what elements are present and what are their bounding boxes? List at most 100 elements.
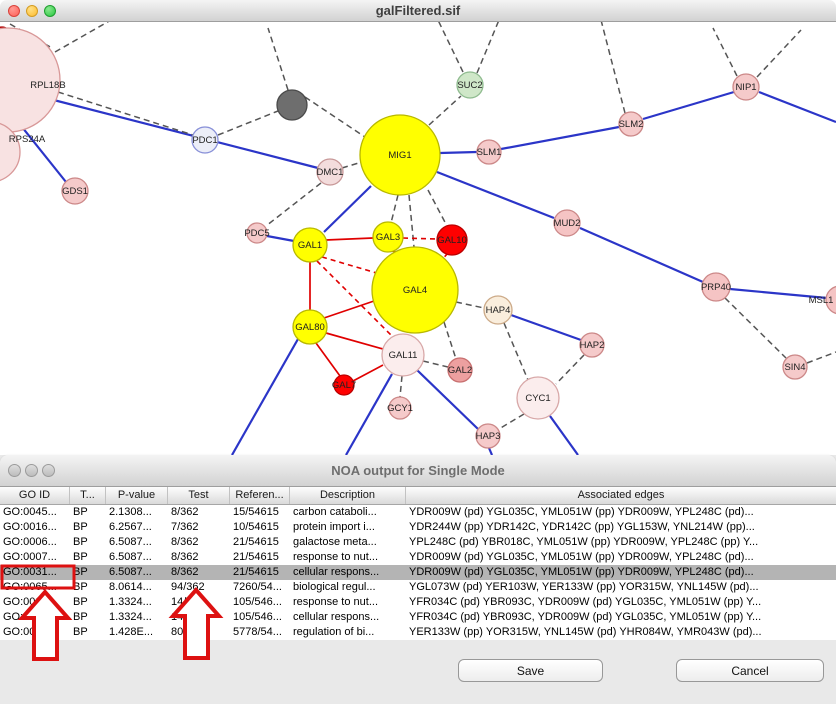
network-edge[interactable] (456, 302, 484, 308)
network-edge[interactable] (429, 96, 461, 125)
zoom-button[interactable] (42, 464, 55, 477)
network-edge[interactable] (268, 28, 288, 90)
network-edge[interactable] (403, 238, 437, 239)
node-hap3[interactable] (476, 424, 500, 448)
node-gal1[interactable] (293, 228, 327, 262)
column-header-type[interactable]: T... (70, 487, 106, 504)
network-edge[interactable] (440, 152, 477, 153)
network-edge[interactable] (437, 172, 554, 218)
close-button[interactable] (8, 464, 21, 477)
network-edge[interactable] (437, 22, 463, 72)
network-edge[interactable] (55, 22, 118, 52)
column-header-reference[interactable]: Referen... (230, 487, 290, 504)
network-edge[interactable] (409, 195, 414, 247)
network-edge[interactable] (730, 289, 827, 298)
network-edge[interactable] (18, 122, 66, 182)
network-edge[interactable] (601, 22, 625, 113)
node-cyc1[interactable] (517, 377, 559, 419)
table-row[interactable]: GO:0050...BP1.428E...80/3625778/54...reg… (0, 625, 836, 640)
network-edge[interactable] (428, 190, 447, 226)
minimize-button[interactable] (25, 464, 38, 477)
network-edge[interactable] (324, 301, 374, 318)
column-header-associated-edges[interactable]: Associated edges (406, 487, 836, 504)
network-edge[interactable] (489, 448, 492, 455)
node-gal80[interactable] (293, 310, 327, 344)
node-pdc1[interactable] (192, 127, 218, 153)
node-pdc5[interactable] (247, 223, 267, 243)
node-gal10[interactable] (437, 225, 467, 255)
network-edge[interactable] (501, 127, 619, 149)
network-edge[interactable] (807, 352, 836, 363)
network-edge[interactable] (580, 228, 703, 282)
node-mig1[interactable] (360, 115, 440, 195)
network-edge[interactable] (326, 238, 373, 240)
node-gal11[interactable] (382, 334, 424, 376)
network-canvas[interactable]: RPL18BRPS24AGDS1PDC1DMC1MIG1SUC2SLM1SLM2… (0, 22, 836, 455)
network-edge[interactable] (423, 361, 448, 367)
node-prp40[interactable] (702, 273, 730, 301)
graph-window-titlebar[interactable]: galFiltered.sif (0, 0, 836, 22)
node-hap4[interactable] (484, 296, 512, 324)
node-dmc1[interactable] (317, 159, 343, 185)
network-edge[interactable] (511, 315, 581, 340)
node-slm2[interactable] (619, 112, 643, 136)
noa-window-titlebar[interactable]: NOA output for Single Mode (0, 455, 836, 487)
node-gal7[interactable] (334, 375, 354, 395)
network-edge[interactable] (322, 257, 380, 274)
network-edge[interactable] (643, 92, 734, 119)
table-row[interactable]: GO:0045...BP2.1308...8/36215/54615carbon… (0, 505, 836, 520)
network-edge[interactable] (324, 186, 371, 232)
network-edge[interactable] (757, 30, 801, 77)
column-header-description[interactable]: Description (290, 487, 406, 504)
table-row[interactable]: GO:0065...BP8.0614...94/3627260/54...bio… (0, 580, 836, 595)
node-sin4[interactable] (783, 355, 807, 379)
zoom-button[interactable] (44, 5, 56, 17)
network-edge[interactable] (316, 343, 340, 376)
node-rpl18b[interactable] (0, 28, 60, 132)
node-gcy1[interactable] (389, 397, 411, 419)
network-edge[interactable] (353, 365, 383, 381)
network-edge[interactable] (550, 416, 578, 455)
cancel-button[interactable]: Cancel (676, 659, 824, 682)
network-edge[interactable] (342, 162, 362, 168)
network-edge[interactable] (391, 195, 398, 223)
save-button[interactable]: Save (458, 659, 603, 682)
minimize-button[interactable] (26, 5, 38, 17)
table-row[interactable]: GO:0006...BP6.5087...8/36221/54615galact… (0, 535, 836, 550)
node-mud2[interactable] (554, 210, 580, 236)
node-msl1[interactable] (826, 286, 836, 314)
close-button[interactable] (8, 5, 20, 17)
table-row[interactable]: GO:0016...BP6.2567...7/36210/54615protei… (0, 520, 836, 535)
network-edge[interactable] (267, 236, 294, 241)
node-suc2[interactable] (457, 72, 483, 98)
network-edge[interactable] (759, 92, 836, 122)
table-row[interactable]: GO:0031...BP6.5087...8/36221/54615cellul… (0, 565, 836, 580)
node-gal4[interactable] (372, 247, 458, 333)
network-edge[interactable] (218, 111, 278, 135)
network-edge[interactable] (556, 355, 584, 384)
network-edge[interactable] (504, 323, 528, 380)
node-unlabeled[interactable] (277, 90, 307, 120)
node-nip1[interactable] (733, 74, 759, 100)
node-gds1[interactable] (62, 178, 88, 204)
table-row[interactable]: GO:0009...BP1.3324...14/362105/546...res… (0, 595, 836, 610)
network-edge[interactable] (477, 22, 499, 73)
network-edge[interactable] (713, 28, 737, 76)
node-gal3[interactable] (373, 222, 403, 252)
network-edge[interactable] (58, 92, 193, 135)
node-gal2[interactable] (448, 358, 472, 382)
network-edge[interactable] (305, 97, 365, 137)
network-edge[interactable] (232, 339, 298, 455)
network-edge[interactable] (444, 322, 456, 359)
node-hap2[interactable] (580, 333, 604, 357)
column-header-p-value[interactable]: P-value (106, 487, 168, 504)
network-edge[interactable] (725, 298, 786, 358)
node-slm1[interactable] (477, 140, 501, 164)
network-edge[interactable] (400, 376, 402, 397)
network-edge[interactable] (266, 183, 321, 226)
network-edge[interactable] (499, 414, 524, 429)
network-edge[interactable] (326, 333, 383, 349)
column-header-go-id[interactable]: GO ID (0, 487, 70, 504)
table-row[interactable]: GO:0007...BP6.5087...8/36221/54615respon… (0, 550, 836, 565)
table-row[interactable]: GO:0031...BP1.3324...14/362105/546...cel… (0, 610, 836, 625)
